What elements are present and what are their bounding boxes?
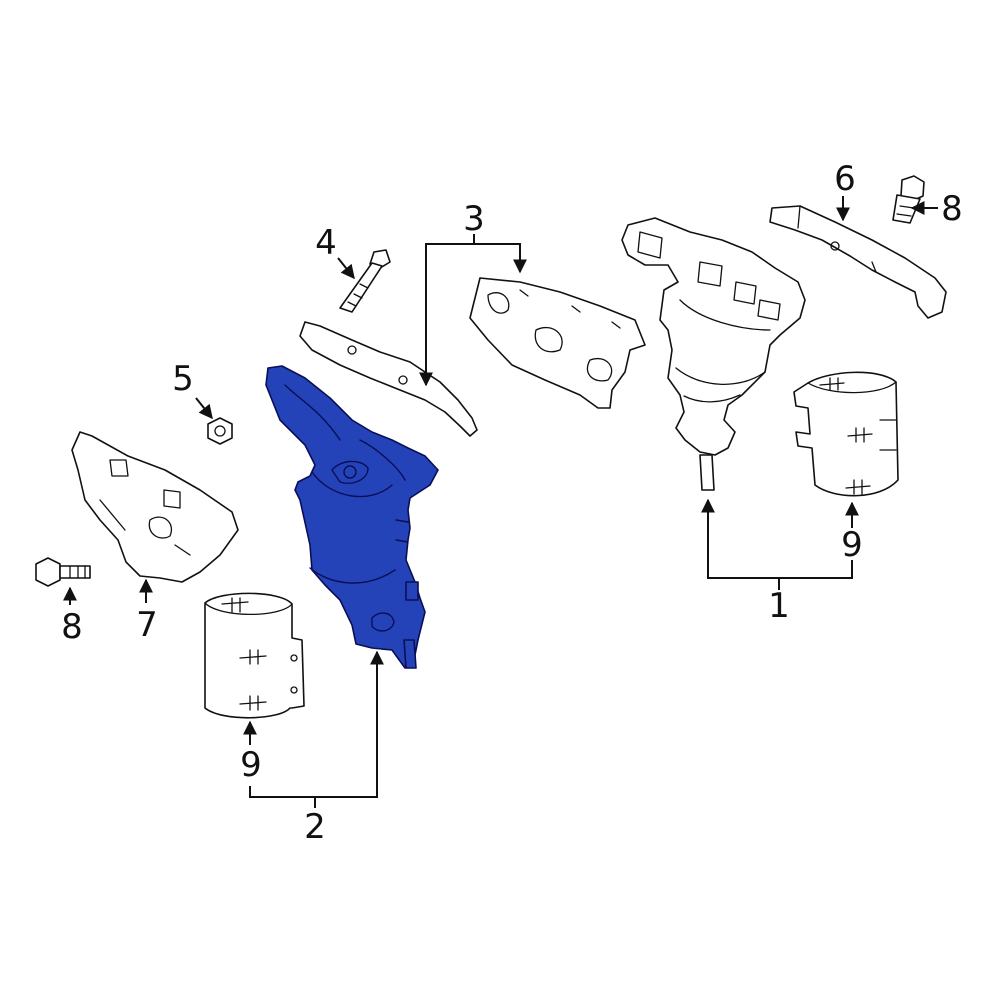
part-3-gasket-right[interactable] <box>469 277 646 409</box>
leader-line-2 <box>249 650 384 798</box>
part-2-catalytic-manifold-left-highlighted[interactable] <box>265 365 439 669</box>
callout-8-right: 8 <box>941 189 963 229</box>
part-1-catalytic-manifold-right[interactable] <box>621 217 806 491</box>
callout-1: 1 <box>768 586 790 626</box>
part-4-stud-bolt[interactable] <box>339 249 391 313</box>
callout-5: 5 <box>172 359 194 399</box>
callout-7: 7 <box>136 605 158 645</box>
part-9-heat-shield-left[interactable] <box>204 592 305 719</box>
callout-9-right: 9 <box>841 525 863 565</box>
leader-line-1 <box>701 498 853 579</box>
callout-8-left: 8 <box>61 607 83 647</box>
callout-9-left: 9 <box>240 745 262 785</box>
part-5-nut[interactable] <box>207 417 233 445</box>
leader-line-5 <box>195 397 213 420</box>
callout-3: 3 <box>463 199 485 239</box>
part-7-heat-shield-left[interactable] <box>71 431 239 583</box>
part-6-heat-shield-upper[interactable] <box>769 205 947 319</box>
leader-line-4 <box>337 257 355 280</box>
part-3-gasket-left[interactable] <box>299 321 478 437</box>
part-9-heat-shield-right[interactable] <box>793 371 899 497</box>
part-8-bolt-right[interactable] <box>892 175 925 224</box>
callout-2: 2 <box>304 807 326 847</box>
callout-4: 4 <box>315 223 337 263</box>
callout-6: 6 <box>834 159 856 199</box>
part-8-bolt-left[interactable] <box>35 557 91 587</box>
